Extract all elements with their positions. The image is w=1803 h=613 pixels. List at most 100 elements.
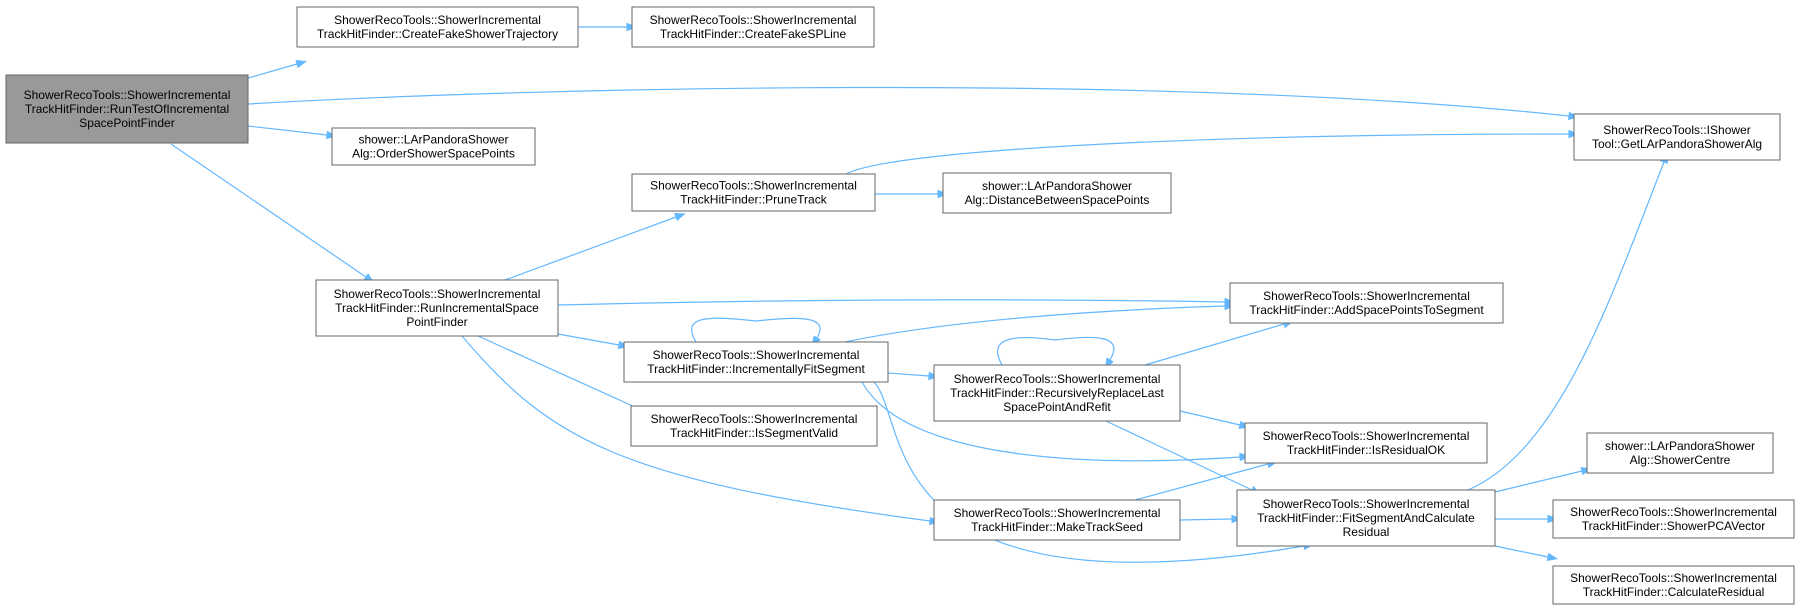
node-label-line: ShowerRecoTools::IShower <box>1603 123 1750 137</box>
edge-line <box>461 335 931 522</box>
node-createFakeSPLine[interactable]: ShowerRecoTools::ShowerIncrementalTrackH… <box>631 6 875 48</box>
node-label-line: PointFinder <box>406 315 467 329</box>
edge-line <box>1144 323 1285 366</box>
edge-incrFit-to-recReplace <box>887 371 940 381</box>
node-label-line: ShowerRecoTools::ShowerIncremental <box>1263 429 1470 443</box>
edge-line <box>844 305 1226 343</box>
node-label-line: TrackHitFinder::MakeTrackSeed <box>971 520 1143 534</box>
edge-line <box>557 333 620 346</box>
node-box <box>623 341 889 383</box>
node-label-line: ShowerRecoTools::ShowerIncremental <box>1570 571 1777 585</box>
edge-fitSeg-to-calcRes <box>1494 545 1559 562</box>
node-box <box>942 172 1172 214</box>
node-fitSeg[interactable]: ShowerRecoTools::ShowerIncrementalTrackH… <box>1236 489 1496 547</box>
node-label-line: Residual <box>1343 525 1390 539</box>
edge-line <box>557 299 1226 306</box>
edge-line <box>477 335 647 413</box>
node-label-line: TrackHitFinder::CreateFakeShowerTrajecto… <box>317 27 558 41</box>
node-label-line: TrackHitFinder::IsSegmentValid <box>670 426 838 440</box>
nodes-layer: ShowerRecoTools::ShowerIncrementalTrackH… <box>5 6 1795 605</box>
edge-line <box>845 133 1570 175</box>
edge-recReplace-to-addSP <box>1144 320 1294 366</box>
node-label-line: ShowerRecoTools::ShowerIncremental <box>1263 289 1470 303</box>
edge-recReplace-to-isResOK <box>1179 410 1251 430</box>
node-box <box>630 405 878 447</box>
node-label-line: TrackHitFinder::IsResidualOK <box>1287 443 1445 457</box>
node-label-line: ShowerRecoTools::ShowerIncremental <box>650 13 857 27</box>
edge-line <box>170 143 367 278</box>
node-incrFit[interactable]: ShowerRecoTools::ShowerIncrementalTrackH… <box>623 341 889 383</box>
node-getLAr[interactable]: ShowerRecoTools::IShowerTool::GetLArPand… <box>1573 113 1781 161</box>
node-runTest[interactable]: ShowerRecoTools::ShowerIncrementalTrackH… <box>5 74 249 144</box>
node-pcaVec[interactable]: ShowerRecoTools::ShowerIncrementalTrackH… <box>1552 499 1795 539</box>
node-label-line: ShowerRecoTools::ShowerIncremental <box>334 287 541 301</box>
node-label-line: ShowerRecoTools::ShowerIncremental <box>653 348 860 362</box>
node-box <box>1229 282 1504 324</box>
node-box <box>1573 113 1781 161</box>
node-box <box>1552 565 1795 605</box>
edge-runIncr-to-addSP <box>557 297 1236 307</box>
node-box <box>933 499 1181 541</box>
node-isResOK[interactable]: ShowerRecoTools::ShowerIncrementalTrackH… <box>1244 422 1488 464</box>
edge-line <box>1494 470 1583 493</box>
node-label-line: TrackHitFinder::PruneTrack <box>680 193 827 207</box>
node-label-line: ShowerRecoTools::ShowerIncremental <box>651 412 858 426</box>
edge-line <box>887 372 930 377</box>
edge-runTest-to-orderSP <box>247 125 338 140</box>
node-label-line: Alg::ShowerCentre <box>1630 453 1731 467</box>
edge-runIncr-to-pruneTrack <box>504 213 686 281</box>
node-runIncr[interactable]: ShowerRecoTools::ShowerIncrementalTrackH… <box>315 279 559 337</box>
node-box <box>5 74 249 144</box>
node-addSP[interactable]: ShowerRecoTools::ShowerIncrementalTrackH… <box>1229 282 1504 324</box>
node-label-line: ShowerRecoTools::ShowerIncremental <box>1570 505 1777 519</box>
node-isSegValid[interactable]: ShowerRecoTools::ShowerIncrementalTrackH… <box>630 405 878 447</box>
node-createFakeTraj[interactable]: ShowerRecoTools::ShowerIncrementalTrackH… <box>296 6 579 48</box>
node-distSP[interactable]: shower::LArPandoraShowerAlg::DistanceBet… <box>942 172 1172 214</box>
edge-pruneTrack-to-distSP <box>875 189 949 199</box>
node-label-line: TrackHitFinder::ShowerPCAVector <box>1582 519 1765 533</box>
edge-fitSeg-to-pcaVec <box>1495 514 1559 524</box>
node-label-line: SpacePointAndRefit <box>1003 400 1111 414</box>
edges-layer <box>170 22 1668 563</box>
node-box <box>631 173 876 212</box>
node-label-line: Alg::DistanceBetweenSpacePoints <box>965 193 1150 207</box>
edge-runIncr-to-incrFit <box>557 333 630 350</box>
node-box <box>1552 499 1795 539</box>
node-label-line: TrackHitFinder::CreateFakeSPLine <box>660 27 847 41</box>
node-pruneTrack[interactable]: ShowerRecoTools::ShowerIncrementalTrackH… <box>631 173 876 212</box>
edge-line <box>504 216 677 281</box>
edge-createFakeTraj-to-createFakeSPLine <box>578 22 638 32</box>
edge-runTest-to-getLAr <box>247 86 1580 121</box>
node-label-line: TrackHitFinder::RunIncrementalSpace <box>335 301 539 315</box>
arrow-head <box>1546 552 1559 562</box>
edge-line <box>1179 410 1241 426</box>
node-showerCentre[interactable]: shower::LArPandoraShowerAlg::ShowerCentr… <box>1586 432 1774 474</box>
edge-recReplace-to-recReplace <box>996 336 1115 369</box>
edge-line <box>1467 161 1665 491</box>
node-calcRes[interactable]: ShowerRecoTools::ShowerIncrementalTrackH… <box>1552 565 1795 605</box>
arrow-head <box>295 60 307 69</box>
node-label-line: shower::LArPandoraShower <box>1605 439 1755 453</box>
node-label-line: SpacePointFinder <box>79 116 174 130</box>
arrow-head <box>674 213 686 222</box>
node-label-line: TrackHitFinder::CalculateResidual <box>1583 585 1765 599</box>
node-recReplace[interactable]: ShowerRecoTools::ShowerIncrementalTrackH… <box>933 364 1181 422</box>
edge-pruneTrack-to-getLAr <box>845 129 1580 175</box>
node-label-line: TrackHitFinder::IncrementallyFitSegment <box>647 362 865 376</box>
edge-line <box>247 125 328 136</box>
edge-makeSeed-to-fitSeg <box>1179 514 1243 524</box>
node-orderSP[interactable]: shower::LArPandoraShowerAlg::OrderShower… <box>331 127 536 166</box>
node-box <box>933 364 1181 422</box>
node-label-line: TrackHitFinder::FitSegmentAndCalculate <box>1257 511 1475 525</box>
node-label-line: shower::LArPandoraShower <box>982 179 1132 193</box>
node-box <box>1236 489 1496 547</box>
edge-line <box>691 317 821 343</box>
node-label-line: ShowerRecoTools::ShowerIncremental <box>24 88 231 102</box>
node-label-line: ShowerRecoTools::ShowerIncremental <box>954 506 1161 520</box>
node-makeSeed[interactable]: ShowerRecoTools::ShowerIncrementalTrackH… <box>933 499 1181 541</box>
node-label-line: TrackHitFinder::AddSpacePointsToSegment <box>1249 303 1484 317</box>
node-label-line: Tool::GetLArPandoraShowerAlg <box>1592 137 1762 151</box>
edge-line <box>1134 463 1269 501</box>
node-box <box>296 6 579 48</box>
